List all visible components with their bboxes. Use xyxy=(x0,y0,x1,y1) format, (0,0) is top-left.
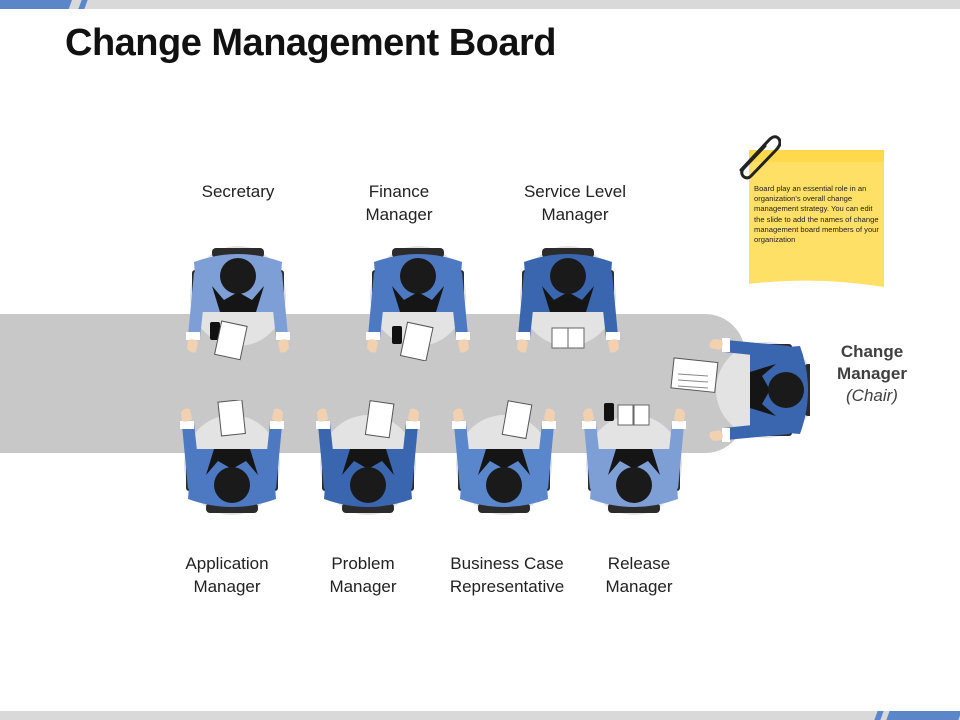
role-label-application-manager: Application Manager xyxy=(185,552,268,598)
role-label-line: Manager xyxy=(329,577,397,596)
role-label-line: Change xyxy=(840,342,904,361)
secretary-figure xyxy=(186,246,290,361)
role-label-line: (Chair) xyxy=(846,386,898,405)
role-label-line: Problem xyxy=(331,554,395,573)
role-label-line: Service Level xyxy=(523,182,627,201)
role-label-line: Business Case xyxy=(450,554,564,573)
bottom-bar-accent xyxy=(886,711,960,720)
role-label-line: Manager xyxy=(837,364,907,383)
sticky-note xyxy=(749,150,884,287)
role-label-line: Representative xyxy=(449,577,565,596)
role-label-change-manager: Change Manager (Chair) xyxy=(837,341,907,407)
role-label-line: Secretary xyxy=(201,182,275,201)
role-label-finance-manager: Finance Manager xyxy=(365,180,432,226)
top-bar xyxy=(0,0,960,9)
change-manager-figure xyxy=(670,338,810,442)
business-case-representative-figure xyxy=(452,400,556,515)
role-label-line: Finance xyxy=(368,182,430,201)
slide-title: Change Management Board xyxy=(65,22,557,64)
role-label-business-case-representative: Business Case Representative xyxy=(450,552,564,598)
role-label-secretary: Secretary xyxy=(202,180,275,203)
role-label-line: Application xyxy=(185,554,269,573)
role-label-line: Manager xyxy=(193,577,261,596)
role-label-service-level-manager: Service Level Manager xyxy=(524,180,626,226)
bottom-bar xyxy=(0,711,960,720)
release-manager-figure xyxy=(582,403,686,515)
role-label-line: Release xyxy=(607,554,671,573)
sticky-note-text: Board play an essential role in an organ… xyxy=(754,184,879,245)
role-label-problem-manager: Problem Manager xyxy=(329,552,396,598)
role-label-line: Manager xyxy=(605,577,673,596)
role-label-line: Manager xyxy=(541,205,609,224)
problem-manager-figure xyxy=(316,400,420,515)
paperclip-icon xyxy=(739,135,781,180)
role-label-line: Manager xyxy=(365,205,433,224)
top-bar-accent xyxy=(0,0,73,9)
service-level-manager-figure xyxy=(516,246,620,353)
application-manager-figure xyxy=(180,400,284,515)
finance-manager-figure xyxy=(366,246,470,361)
role-label-release-manager: Release Manager xyxy=(605,552,672,598)
